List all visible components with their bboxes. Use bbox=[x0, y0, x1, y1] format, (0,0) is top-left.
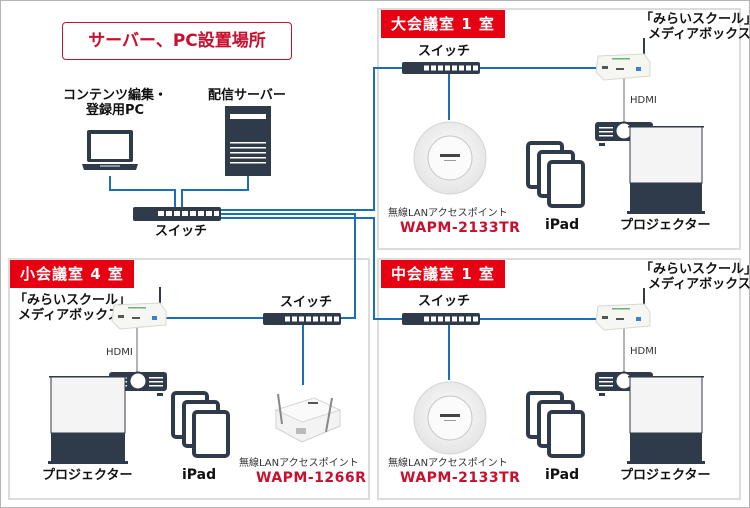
medium-switch-label: スイッチ bbox=[418, 294, 471, 309]
large-mediabox-label: 「みらいスクール」 メディアボックス bbox=[640, 12, 750, 42]
pc-label-line2: 登録用PC bbox=[85, 103, 145, 118]
large-screen-icon bbox=[627, 126, 705, 214]
small-mediabox-label: 「みらいスクール」 メディアボックス bbox=[14, 293, 131, 323]
medium-switch-icon bbox=[402, 313, 480, 325]
room-large-label: 大会議室 1 室 bbox=[381, 10, 505, 38]
large-hdmi-label: HDMI bbox=[630, 95, 657, 106]
large-ipad-label: iPad bbox=[545, 217, 580, 233]
large-ap-icon bbox=[413, 121, 487, 195]
large-projector-label: プロジェクター bbox=[620, 218, 711, 233]
medium-screen-icon bbox=[627, 376, 705, 464]
server-icon bbox=[225, 106, 271, 176]
small-ap-model: WAPM-1266R bbox=[256, 470, 367, 486]
large-ap-model: WAPM-2133TR bbox=[400, 220, 521, 236]
medium-mediabox-line2: メディアボックス bbox=[648, 277, 750, 292]
server-area-title-box: サーバー、PC設置場所 bbox=[62, 22, 292, 60]
pc-label-line1: コンテンツ編集・ bbox=[62, 88, 167, 103]
medium-ap-icon bbox=[413, 381, 487, 455]
small-mediabox-line2: メディアボックス bbox=[18, 308, 121, 323]
small-mediabox-icon bbox=[111, 287, 167, 330]
main-switch-label: スイッチ bbox=[155, 224, 208, 239]
small-projector-label: プロジェクター bbox=[42, 468, 133, 483]
small-ap-caption: 無線LANアクセスポイント bbox=[239, 458, 359, 469]
medium-mediabox-line1: 「みらいスクール」 bbox=[640, 262, 750, 277]
small-ipad-label: iPad bbox=[182, 467, 217, 483]
large-mediabox-icon bbox=[595, 38, 651, 81]
small-hdmi-label: HDMI bbox=[106, 347, 133, 358]
large-mediabox-line1: 「みらいスクール」 bbox=[640, 12, 750, 27]
server-label: 配信サーバー bbox=[208, 88, 286, 103]
medium-ap-caption: 無線LANアクセスポイント bbox=[388, 458, 508, 469]
server-area-title: サーバー、PC設置場所 bbox=[88, 31, 266, 51]
medium-ipad-label: iPad bbox=[545, 467, 580, 483]
pc-label: コンテンツ編集・ 登録用PC bbox=[60, 88, 170, 118]
medium-hdmi-label: HDMI bbox=[630, 346, 657, 357]
medium-projector-label: プロジェクター bbox=[620, 468, 711, 483]
small-screen-icon bbox=[48, 376, 128, 464]
small-switch-icon bbox=[263, 313, 341, 325]
large-switch-label: スイッチ bbox=[418, 44, 471, 59]
large-switch-icon bbox=[402, 62, 480, 74]
small-ap-icon bbox=[274, 393, 342, 443]
room-medium-label: 中会議室 1 室 bbox=[381, 260, 505, 288]
large-mediabox-line2: メディアボックス bbox=[648, 27, 750, 42]
small-switch-label: スイッチ bbox=[280, 295, 333, 310]
large-ipad-icon bbox=[526, 141, 585, 208]
small-mediabox-line1: 「みらいスクール」 bbox=[14, 293, 132, 308]
medium-ipad-icon bbox=[526, 391, 585, 458]
main-switch-icon bbox=[133, 207, 221, 221]
large-ap-caption: 無線LANアクセスポイント bbox=[388, 208, 508, 219]
medium-mediabox-icon bbox=[595, 288, 651, 331]
small-ipad-icon bbox=[171, 391, 230, 458]
laptop-icon bbox=[82, 130, 138, 170]
room-small-label: 小会議室 4 室 bbox=[10, 260, 134, 288]
medium-mediabox-label: 「みらいスクール」 メディアボックス bbox=[640, 262, 750, 292]
medium-ap-model: WAPM-2133TR bbox=[400, 470, 521, 486]
